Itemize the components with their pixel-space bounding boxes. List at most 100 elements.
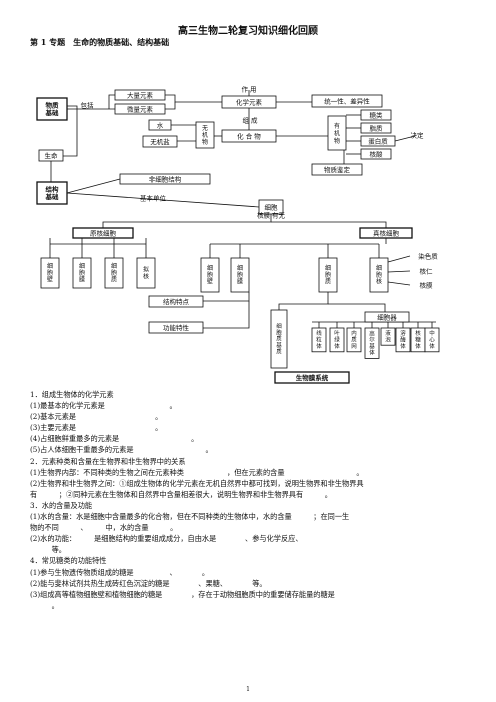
note-line: 。 [30, 600, 59, 610]
lipids-box-label: 脂质 [370, 123, 384, 132]
prokaryotic-box: 原核细胞 [72, 227, 134, 239]
material-basis-box-label: 物质 [46, 101, 60, 110]
organic-box-label: 物 [334, 137, 340, 145]
organelle-6: 核糖体 [410, 327, 426, 353]
biomembrane-box: 生物膜系统 [274, 371, 350, 384]
macro-elements-box: 大量元素 [114, 89, 166, 101]
chem-elements-box: 化学元素 [221, 95, 277, 109]
note-line: 4．常见糖类的功能特性 [30, 556, 107, 566]
structure-basis-box-label: 基础 [45, 192, 60, 201]
euk-part-3-label: 核 [376, 278, 382, 286]
prok-part-0: 细胞壁 [40, 257, 60, 289]
basic-unit-label-label: 基本单位 [140, 193, 167, 202]
note-line: 3．水的含量及功能 [30, 500, 93, 510]
euk-part-0-label: 壁 [207, 278, 213, 286]
inorganic-box-label: 物 [202, 138, 208, 146]
organelle-6-label: 糖 [415, 336, 421, 344]
substance-id-box: 物质鉴定 [311, 163, 363, 176]
review-notes: 1．组成生物体的化学元素 (1)最基本的化学元素是 。(2)基本元素是 。(3)主… [30, 389, 470, 611]
organelle-3-label: 高 [369, 329, 375, 337]
organelle-0-label: 线 [316, 329, 322, 337]
micro-elements-box: 微量元素 [114, 103, 166, 115]
protein-box: 蛋白质 [360, 135, 396, 147]
unity-diversity-box-label: 统一性、差异性 [324, 96, 370, 105]
nuclear-membrane-label: 核膜 [420, 280, 434, 289]
euk-part-1: 细胞膜 [230, 257, 250, 293]
prok-part-3-label: 核 [143, 272, 149, 280]
connector-line [203, 292, 250, 302]
organelle-1-label: 叶 [334, 329, 340, 337]
connector-line [102, 214, 272, 228]
connector-line [328, 303, 386, 312]
prokaryotic-box-label: 原核细胞 [90, 228, 117, 237]
prok-part-0-label: 胞 [47, 269, 53, 277]
connector-line [108, 94, 115, 109]
prok-part-1-label: 胞 [79, 269, 85, 277]
connector-line [165, 102, 176, 110]
euk-part-1-label: 细 [237, 264, 243, 272]
note-line: (3)主要元素是 。 [30, 423, 163, 433]
cytoplasm-matrix-box-label: 细 [276, 322, 282, 330]
life-box-label: 生命 [45, 151, 59, 160]
water-box-label: 水 [157, 120, 164, 129]
inorganic-salt-box: 无机盐 [142, 135, 178, 148]
organelle-6-label: 核 [415, 329, 421, 337]
connector-line [165, 94, 222, 103]
cell-box: 细胞 [258, 199, 284, 215]
note-line: 有 ；②同种元素在生物体和自然界中含量相差很大，说明生物界和非生物界具有 。 [30, 489, 332, 499]
biomembrane-box-label: 生物膜系统 [296, 373, 329, 382]
organelle-4-label: 泡 [385, 336, 391, 344]
structure-features-box: 结构特点 [148, 295, 204, 308]
inorganic-salt-box-label: 无机盐 [150, 137, 170, 146]
organelle-3-label: 体 [369, 349, 375, 357]
note-line: (5)占人体细胞干重最多的元素是 。 [30, 445, 213, 455]
nucleolus-label: 核仁 [420, 266, 434, 275]
action-label-label: 作 用 [241, 84, 256, 93]
organelle-7: 中心体 [424, 327, 440, 353]
material-basis-box: 物质基础 [36, 97, 68, 121]
note-line: (1)生物界内部：不同种类的生物之间在元素种类 ，但在元素的含量 。 [30, 467, 364, 477]
compose-label: 组 成 [242, 115, 258, 124]
section-subtitle: 第 1 专题 生命的物质基础、结构基础 [30, 37, 170, 47]
euk-part-2-label: 胞 [325, 271, 331, 279]
nucleolus-label-label: 核仁 [420, 266, 434, 275]
action-label: 作 用 [241, 84, 256, 93]
lipids-box: 脂质 [360, 122, 392, 134]
eukaryotic-box-label: 真核细胞 [373, 228, 400, 237]
organelle-box: 细胞器 [364, 311, 410, 323]
euk-part-2-label: 细 [325, 264, 331, 272]
note-line: (1)水的含量：水是细胞中含量最多的化合物，但在不同种类的生物体中，水的含量 ；… [30, 512, 350, 522]
inorganic-box-label: 无 [202, 125, 208, 132]
nucleic-acid-box-label: 核酸 [370, 149, 384, 158]
basic-unit-label: 基本单位 [140, 193, 167, 202]
note-line: (2)能与斐林试剂共热生成砖红色沉淀的糖是 、果糖、 等。 [30, 578, 267, 588]
connector-line [394, 135, 416, 142]
euk-part-3: 细胞核 [369, 257, 389, 293]
decide-label: 决定 [411, 130, 425, 139]
prok-part-1-label: 膜 [79, 276, 85, 284]
substance-id-box-label: 物质鉴定 [324, 165, 351, 174]
protein-box-label: 蛋白质 [368, 136, 388, 145]
organelle-0-label: 粒 [316, 336, 322, 344]
organelle-4-label: 液 [385, 329, 391, 337]
compound-box: 化 合 物 [221, 129, 277, 143]
note-line: (2)基本元素是 。 [30, 412, 163, 422]
structure-features-box-label: 结构特点 [163, 297, 190, 306]
note-line: (1)参与生物遗传物质组成的糖是 、 。 [30, 567, 210, 577]
note-line: 2．元素种类和含量在生物界和非生物界中的关系 [30, 456, 186, 466]
euk-part-1-label: 膜 [237, 278, 243, 286]
organelle-1: 叶绿体 [329, 327, 345, 353]
note-line: (1)最基本的化学元素是 。 [30, 401, 177, 411]
non-cellular-box-label: 非细胞结构 [149, 174, 182, 183]
note-line: 1．组成生物体的化学元素 [30, 390, 114, 399]
cell-box-label: 细胞 [265, 202, 279, 211]
note-line: (2)水的功能： 是细胞结构的重要组成成分，自由水是 、参与化学反应、 [30, 534, 303, 544]
connector-line [387, 281, 411, 286]
connector-line [387, 255, 411, 263]
note-line: (2)生物界和非生物界之间：①组成生物体的化学元素在无机自然界中都可找到，说明生… [30, 478, 364, 488]
micro-elements-box-label: 微量元素 [127, 104, 154, 113]
includes-label: 包括 [81, 100, 95, 109]
structure-basis-box-label: 结构 [46, 185, 60, 194]
connector-line [203, 301, 250, 329]
